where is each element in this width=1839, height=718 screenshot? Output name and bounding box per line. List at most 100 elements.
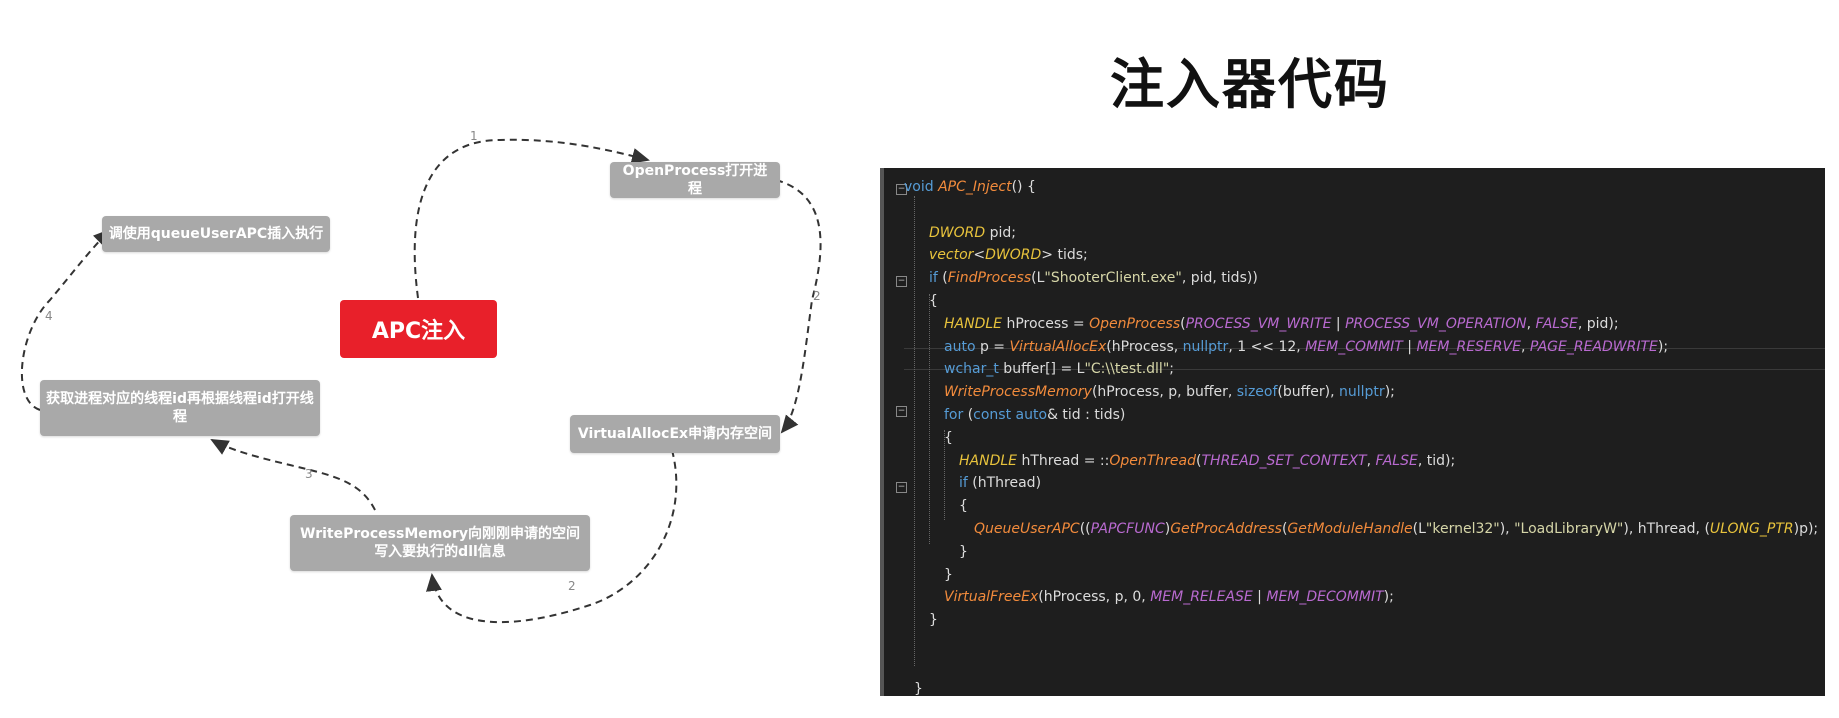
code-token: DWORD — [985, 247, 1042, 264]
edge-virtualalloc-to-write — [426, 449, 678, 624]
code-token: () { — [1011, 179, 1036, 195]
code-token: sizeof — [1236, 384, 1278, 401]
code-token: , 1 << 12, — [1228, 338, 1306, 355]
code-token: , pid); — [1577, 315, 1619, 332]
code-token: , pid, tids)) — [1181, 270, 1258, 287]
code-token: DWORD — [929, 224, 986, 241]
code-token: ), hThread, ( — [1623, 521, 1710, 537]
code-token: (buffer), — [1277, 384, 1340, 401]
code-line: } — [959, 541, 968, 563]
code-token: if — [959, 475, 968, 492]
page-title: 注入器代码 — [1110, 53, 1390, 116]
code-token: void — [904, 179, 939, 195]
code-token: PAPCFUNC — [1090, 521, 1165, 537]
code-token: "C:\\test.dll" — [1084, 361, 1170, 378]
code-token: (L — [1412, 521, 1426, 537]
code-token: PROCESS_VM_WRITE — [1185, 315, 1332, 332]
code-line: } — [914, 678, 923, 696]
code-line: } — [944, 564, 953, 586]
code-token: ) — [1164, 521, 1171, 537]
code-token: HANDLE — [944, 315, 1003, 332]
edge-write-to-getthreads — [210, 439, 376, 511]
code-token: APC_Inject — [938, 179, 1012, 195]
code-token: } — [914, 680, 923, 696]
fold-toggle-icon[interactable]: − — [896, 276, 907, 287]
code-token: QueueUserAPC — [974, 521, 1080, 537]
code-token: > tids; — [1041, 247, 1088, 264]
code-token: (L — [1031, 270, 1045, 287]
fold-toggle-icon[interactable]: − — [896, 184, 907, 195]
edge-label-3: 3 — [305, 467, 313, 481]
code-token: vector — [929, 247, 974, 264]
code-token: for — [944, 407, 964, 423]
code-token: wchar_t — [944, 361, 999, 378]
code-line: void APC_Inject() { — [904, 176, 1036, 198]
code-token: (hProcess, — [1106, 338, 1183, 355]
code-token: ; — [1169, 361, 1174, 378]
code-token: { — [959, 498, 968, 515]
edge-openprocess-to-virtualalloc — [775, 179, 822, 434]
code-line: if (hThread) — [959, 472, 1041, 494]
code-token: (( — [1079, 521, 1091, 537]
code-line: DWORD pid; — [929, 222, 1016, 244]
edge-label-4: 4 — [45, 309, 53, 323]
code-token: ( — [1180, 315, 1186, 332]
code-line: QueueUserAPC((PAPCFUNC)GetProcAddress(Ge… — [974, 518, 1818, 540]
code-token: THREAD_SET_CONTEXT — [1201, 452, 1367, 469]
code-token: ); — [1384, 384, 1395, 401]
code-token: (hProcess, p, buffer, — [1091, 384, 1237, 401]
code-token: ( — [1281, 521, 1288, 537]
code-token: ( — [1196, 452, 1202, 469]
code-token: , — [1520, 338, 1530, 355]
code-token: MEM_DECOMMIT — [1266, 589, 1384, 606]
current-line-highlight — [904, 348, 1825, 370]
code-line: } — [929, 609, 938, 631]
code-token: { — [929, 293, 938, 309]
code-token: OpenThread — [1109, 452, 1197, 469]
node-queue-apc: 调使用queueUserAPC插入执行 — [102, 216, 330, 252]
code-line: auto p = VirtualAllocEx(hProcess, nullpt… — [944, 336, 1668, 358]
code-token: ( — [937, 270, 948, 287]
code-token: MEM_RESERVE — [1416, 338, 1521, 355]
code-token: (hThread) — [967, 475, 1042, 492]
code-token: const auto — [973, 407, 1048, 423]
code-token: , — [1366, 452, 1376, 469]
code-token: pid; — [985, 224, 1016, 241]
edge-getthreads-to-queueapc — [20, 228, 112, 411]
code-token: FindProcess — [947, 270, 1032, 287]
edge-label-1: 1 — [470, 129, 478, 143]
fold-toggle-icon[interactable]: − — [896, 482, 907, 493]
edge-label-2b: 2 — [568, 579, 576, 593]
code-token: ), — [1499, 521, 1515, 537]
code-token: PROCESS_VM_OPERATION — [1345, 315, 1527, 332]
code-token: ULONG_PTR — [1709, 521, 1794, 537]
code-line: vector<DWORD> tids; — [929, 244, 1088, 266]
code-token: auto — [944, 338, 976, 355]
code-token: (hProcess, p, 0, — [1038, 589, 1151, 606]
node-write-memory: WriteProcessMemory向刚刚申请的空间写入要执行的dll信息 — [290, 515, 590, 571]
code-token: buffer[] = L — [998, 361, 1085, 378]
code-line: WriteProcessMemory(hProcess, p, buffer, … — [944, 381, 1395, 403]
code-token: "ShooterClient.exe" — [1044, 270, 1182, 287]
code-token: hProcess = — [1002, 315, 1090, 332]
code-token: FALSE — [1535, 315, 1578, 332]
code-token: PAGE_READWRITE — [1529, 338, 1658, 355]
code-token: nullptr — [1339, 384, 1385, 401]
diagram-arrows: 1 2 2 3 4 — [20, 129, 822, 624]
fold-toggle-icon[interactable]: − — [896, 406, 907, 417]
code-token: ); — [1383, 589, 1394, 606]
node-get-threads: 获取进程对应的线程id再根据线程id打开线程 — [40, 380, 320, 436]
code-token: hThread = :: — [1017, 452, 1110, 469]
code-line: HANDLE hProcess = OpenProcess(PROCESS_VM… — [944, 313, 1619, 335]
code-token: MEM_RELEASE — [1150, 589, 1253, 606]
code-token: } — [929, 612, 938, 629]
code-token: FALSE — [1375, 452, 1418, 469]
code-line: { — [959, 495, 968, 517]
indent-guide — [929, 294, 930, 544]
code-token: MEM_COMMIT — [1305, 338, 1403, 355]
code-token: nullptr — [1182, 338, 1229, 355]
code-line: { — [944, 427, 953, 449]
code-token: GetProcAddress — [1170, 521, 1282, 537]
code-line: { — [929, 290, 938, 312]
code-line: for (const auto& tid : tids) — [944, 404, 1125, 426]
